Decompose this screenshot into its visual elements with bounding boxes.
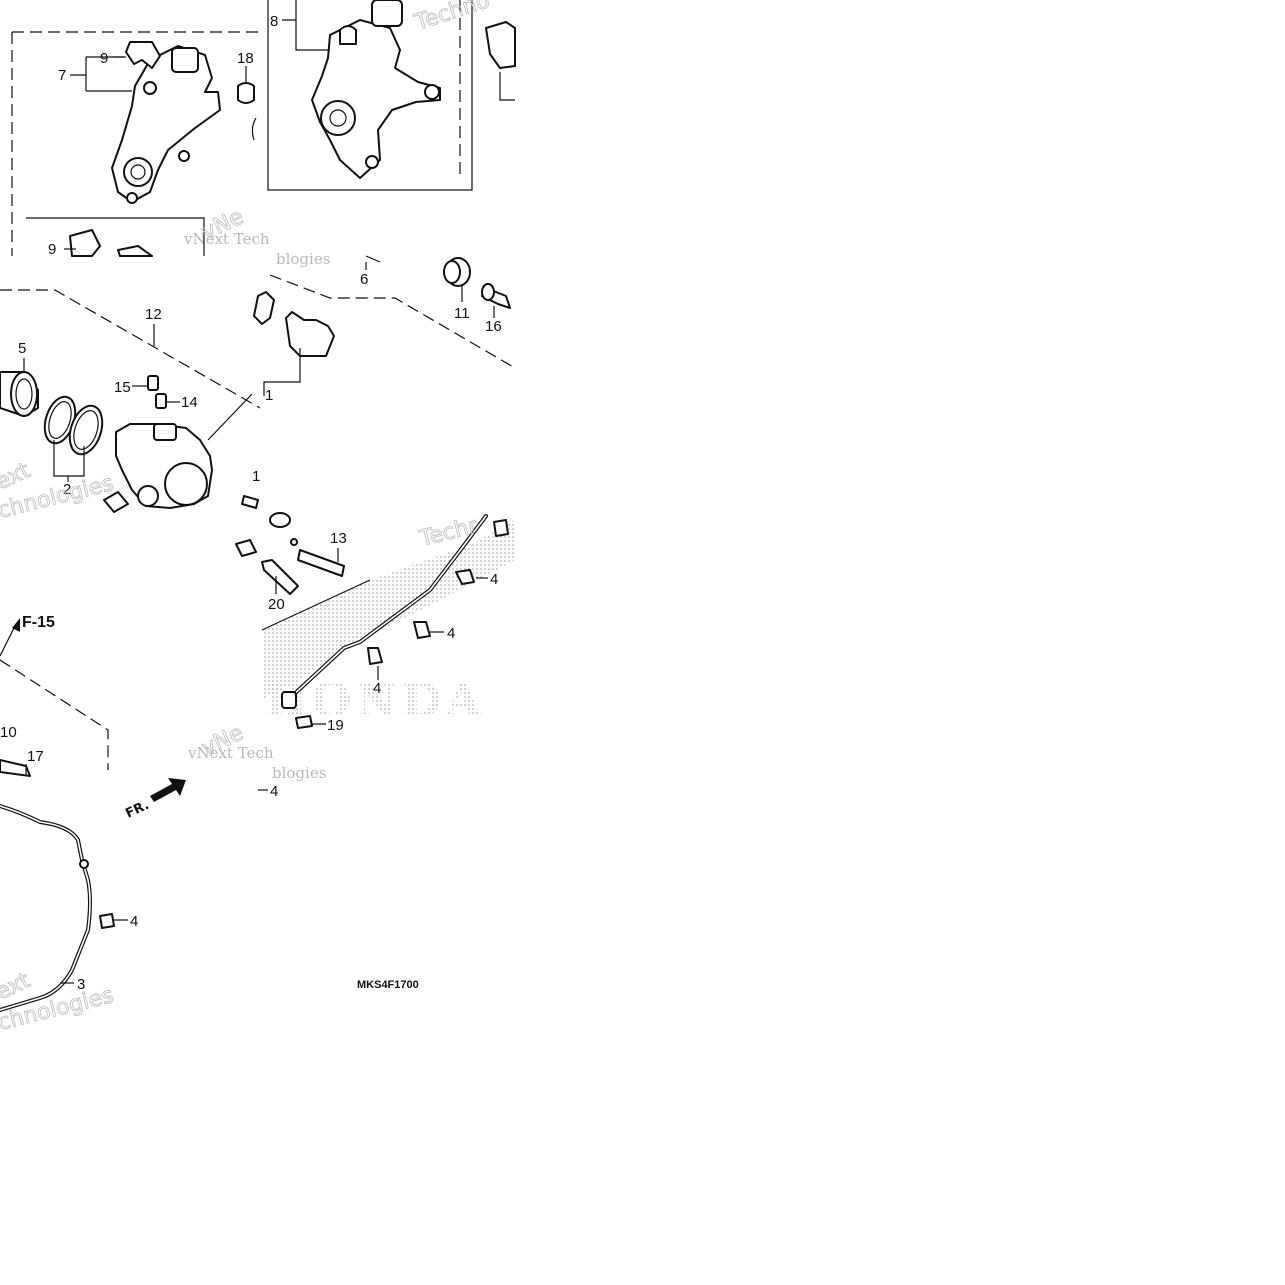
pad-retainer-9 — [125, 41, 161, 69]
callout-9: 9 — [100, 50, 108, 67]
callout-16: 16 — [485, 318, 502, 335]
caliper-body-12 — [103, 423, 213, 513]
brake-pipe — [281, 514, 488, 709]
pad-pin-6 — [365, 255, 381, 263]
reference-tag-label: F-15 — [22, 614, 55, 631]
callout-4-a: 4 — [490, 571, 498, 588]
front-direction-arrow: FR. — [123, 778, 186, 822]
leader-lines — [23, 0, 495, 984]
callout-10: 10 — [0, 724, 17, 741]
hose-fitting-17 — [0, 759, 31, 777]
watermark-fragment-techno: Techno — [411, 0, 493, 36]
callout-4-c: 4 — [373, 680, 381, 697]
bolt-19 — [295, 715, 313, 729]
callout-2: 2 — [63, 481, 71, 498]
caliper-group-outline — [0, 289, 261, 409]
front-direction-label: FR. — [123, 798, 151, 822]
callout-numbers: 7 9 18 8 9 5 12 15 14 2 1 6 11 16 1 13 2… — [0, 13, 502, 993]
hose-clamp-4 — [99, 519, 509, 929]
boot-18 — [237, 82, 257, 141]
bleeder-cap-14 — [155, 393, 167, 409]
watermark-text-1: vNext Tech — [183, 230, 270, 248]
callout-12: 12 — [145, 306, 162, 323]
group-frames — [0, 0, 516, 770]
mounting-bolt-20 — [235, 539, 299, 595]
bleeder-valve-15 — [147, 375, 159, 391]
callout-4-d: 4 — [270, 783, 278, 800]
callout-5: 5 — [18, 340, 26, 357]
pad-retainer-9-lower — [69, 229, 153, 257]
callout-9-lower: 9 — [48, 241, 56, 258]
frame-upper-right-box — [267, 0, 473, 191]
callout-19: 19 — [327, 717, 344, 734]
hose-group-outline — [0, 659, 109, 770]
piston-seal-2 — [43, 395, 104, 456]
callout-20: 20 — [268, 596, 285, 613]
slide-pin-10 — [241, 495, 291, 528]
piston-5 — [0, 371, 39, 417]
callout-18: 18 — [237, 50, 254, 67]
watermark-text-2: blogies — [276, 250, 330, 268]
slide-pin-13 — [290, 538, 345, 577]
callout-8: 8 — [270, 13, 278, 30]
diagram-code: MKS4F1700 — [357, 979, 419, 991]
callout-1: 1 — [265, 387, 273, 404]
callout-4-b: 4 — [447, 625, 455, 642]
caliper-bracket-7 — [111, 45, 221, 204]
watermarks: vNext Tech blogies vNext Tech blogies vN… — [0, 0, 493, 1036]
caliper-partial-upper-right — [485, 21, 516, 101]
pipe-joint-fitting — [281, 691, 297, 709]
callout-15: 15 — [114, 379, 131, 396]
callout-3: 3 — [77, 976, 85, 993]
callout-13: 13 — [330, 530, 347, 547]
frame-lower-left-box — [26, 217, 205, 256]
sleeve-16 — [481, 283, 511, 309]
callout-10-partial: 1 — [252, 468, 260, 485]
pad-pin-group-outline — [269, 274, 516, 369]
callout-7: 7 — [58, 67, 66, 84]
callout-6: 6 — [360, 271, 368, 288]
callout-14: 14 — [181, 394, 198, 411]
reference-arrow: F-15 — [0, 614, 55, 657]
watermark-text-3: vNext Tech — [187, 744, 274, 762]
callout-4-e: 4 — [130, 913, 138, 930]
callout-11: 11 — [454, 305, 470, 322]
callout-17: 17 — [27, 748, 44, 765]
watermark-text-4: blogies — [272, 764, 326, 782]
watermark-fragment-ext: ext — [0, 458, 34, 496]
brake-pad-1 — [253, 291, 335, 357]
wing-upper-edge — [261, 579, 371, 631]
boot-11 — [443, 257, 471, 287]
caliper-bracket-8 — [311, 0, 441, 179]
